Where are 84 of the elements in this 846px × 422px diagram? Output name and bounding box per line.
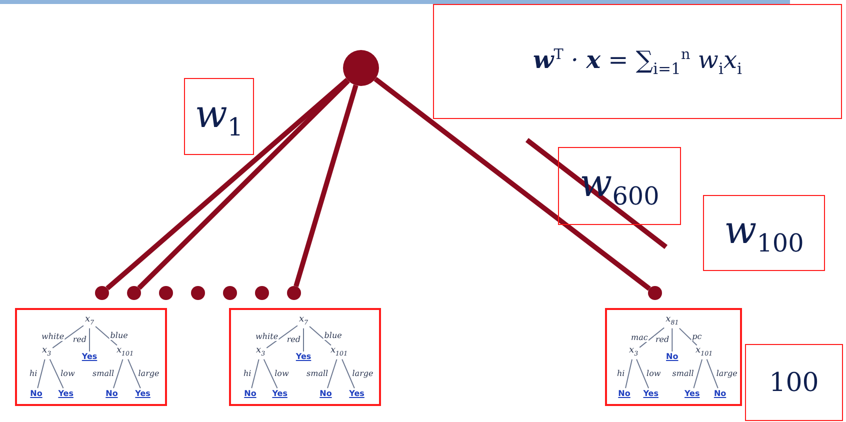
tree-branch [625, 358, 632, 389]
tree-branch [706, 358, 718, 389]
dot-node [648, 286, 662, 300]
connector-line [374, 76, 651, 291]
leaf-label: Yes [135, 390, 150, 398]
leaf-label: No [618, 390, 630, 398]
feature-label: x$_{101}$ [330, 346, 348, 358]
tree-branch [636, 358, 650, 389]
tree-branch [49, 358, 64, 389]
weight-text: w$_{100}$ [724, 208, 804, 258]
feature-label: x$_{7}$ [84, 316, 94, 327]
branch-label: low [646, 370, 662, 378]
dot-node [159, 286, 173, 300]
feature-label: x$_{7}$ [298, 316, 308, 327]
leaf-label: Yes [643, 390, 658, 398]
feature-label: x$_{3}$ [256, 346, 266, 358]
branch-label: large [137, 370, 160, 378]
branch-label: pc [691, 332, 703, 341]
branch-label: hi [242, 370, 252, 378]
leaf-label: No [666, 353, 678, 361]
leaf-label: No [320, 390, 332, 398]
branch-label: white [40, 332, 66, 341]
tree-branch [693, 358, 703, 389]
tree-branch [263, 358, 278, 389]
branch-label: blue [109, 332, 129, 340]
branch-label: low [274, 370, 290, 378]
tree-branch [266, 325, 298, 348]
dot-node [255, 286, 269, 300]
dot-node [223, 286, 237, 300]
branch-label: red [654, 336, 670, 344]
formula: w$^{T}$ · x = ∑$_{i=1}$$^{n}$ w$_{i}$x$_{i}$ [533, 45, 742, 78]
leaf-label: Yes [272, 390, 288, 398]
leaf-label: No [106, 390, 118, 398]
leaf-label: Yes [296, 353, 312, 361]
leaf-label: Yes [58, 390, 74, 398]
dot-node [191, 286, 205, 300]
leaf-label: Yes [82, 353, 98, 361]
dot-node [287, 286, 301, 300]
tree-branch [128, 358, 141, 389]
tree-panel [229, 308, 381, 406]
tree-branch [37, 358, 46, 389]
weight-text: 100 [769, 368, 819, 398]
branch-label: small [671, 370, 695, 378]
branch-label: mac [630, 334, 649, 342]
tree-branch [113, 358, 124, 389]
branch-label: large [715, 370, 738, 378]
sum-node [343, 50, 379, 86]
tree-branch [342, 358, 355, 389]
branch-label: small [306, 370, 330, 378]
branch-label: low [60, 370, 76, 378]
tree-branch [95, 326, 118, 346]
tree-panel [15, 308, 167, 406]
branch-label: red [286, 336, 302, 344]
feature-label: x$_{81}$ [666, 316, 679, 327]
tree-branch [672, 328, 673, 352]
dot-node [95, 286, 109, 300]
leaf-label: No [30, 390, 42, 398]
tree-branch [327, 358, 338, 389]
tree-branch [89, 328, 90, 352]
leaf-label: Yes [349, 390, 364, 398]
feature-label: x$_{3}$ [42, 346, 52, 358]
tree-branch [251, 358, 260, 389]
branch-label: white [254, 332, 280, 341]
feature-label: x$_{101}$ [116, 346, 134, 358]
connector-line [294, 84, 358, 287]
branch-label: blue [323, 332, 343, 340]
branch-label: red [72, 336, 88, 344]
tree-panel [605, 308, 742, 406]
branch-label: hi [28, 370, 38, 378]
tree-branch [639, 327, 665, 348]
feature-label: x$_{3}$ [629, 346, 638, 358]
leaf-label: Yes [684, 390, 700, 398]
dot-node [127, 286, 141, 300]
tree-branch [309, 326, 332, 346]
tree-branch [678, 328, 698, 346]
branch-label: hi [616, 370, 626, 378]
branch-label: small [92, 370, 116, 378]
feature-label: x$_{101}$ [696, 346, 713, 358]
weight-text: w$_{1}$ [194, 92, 244, 142]
leaf-label: No [244, 390, 256, 398]
leaf-label: No [714, 390, 726, 398]
branch-label: large [351, 370, 374, 378]
tree-branch [303, 328, 304, 352]
tree-branch [52, 325, 84, 348]
